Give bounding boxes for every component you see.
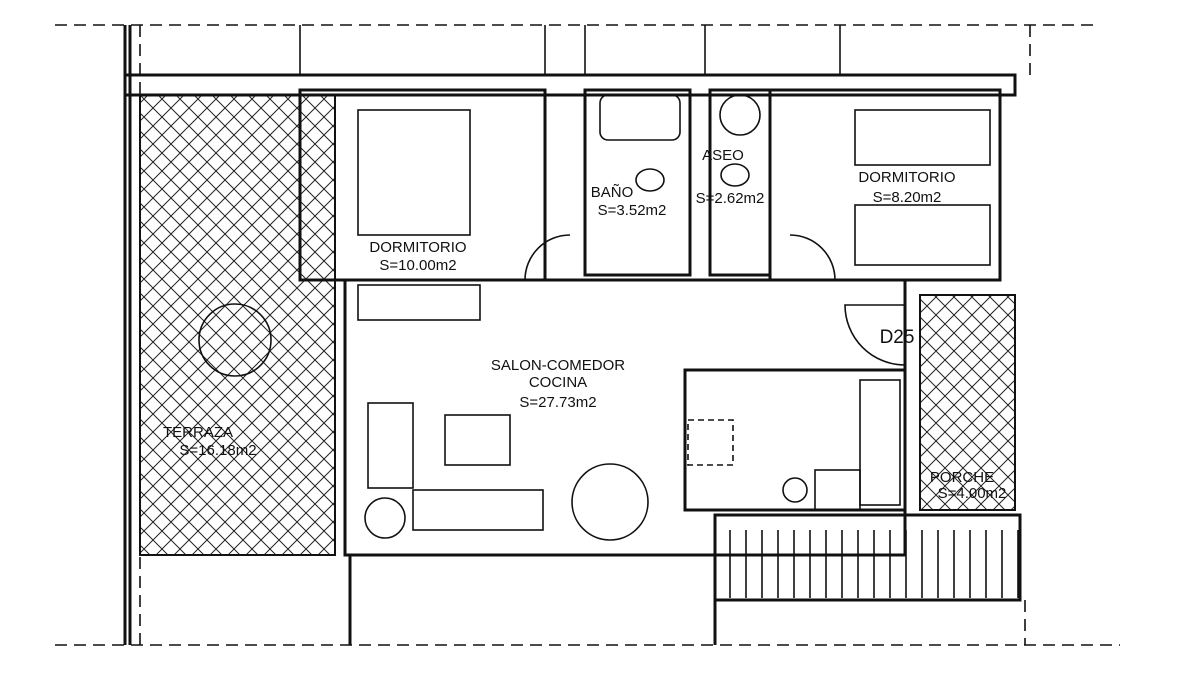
sofa-bottom [412,489,544,531]
bedroom2-area: S=8.20m2 [873,189,942,206]
toilet-name: ASEO [702,147,744,164]
terrace-area: S=16.18m2 [179,442,256,459]
terrace-name: TERRAZA [163,424,233,441]
desk [357,284,481,321]
living-name2: COCINA [529,374,587,391]
living-name: SALON-COMEDOR [491,357,625,374]
sofa-side [367,402,414,489]
toilet-area: S=2.62m2 [696,190,765,207]
bedroom2-name: DORMITORIO [858,169,955,186]
side-table [364,497,406,539]
stairs [729,530,1019,598]
toilet-aseo [720,163,750,187]
bathroom-area: S=3.52m2 [598,202,667,219]
porch-hatch [919,294,1016,511]
bed-2b [854,204,991,266]
kitchen-counter [859,379,901,506]
porch-area: S=4.00m2 [938,485,1007,502]
bathtub [599,94,681,141]
walls [123,25,1022,645]
door-bedroom2 [789,234,836,281]
terrace-hatch [139,94,336,556]
furniture [198,94,991,541]
unit-code: D25 [880,327,915,348]
bedroom1-name: DORMITORIO [369,239,466,256]
bathroom-name: BAÑO [591,184,634,201]
terrace-table [198,303,272,377]
toilet-bath [635,168,665,192]
shower [719,94,761,136]
living-area: S=27.73m2 [519,394,596,411]
door-d25 [844,304,906,366]
coffee-table [444,414,511,466]
washer [782,477,808,503]
porch-name: PORCHE [930,469,994,486]
kitchen-island [687,419,734,466]
bed-1 [357,109,471,236]
bed-2a [854,109,991,166]
door-bedroom1 [524,234,571,281]
bedroom1-area: S=10.00m2 [379,257,456,274]
dining-table [571,463,649,541]
stove [814,469,861,511]
